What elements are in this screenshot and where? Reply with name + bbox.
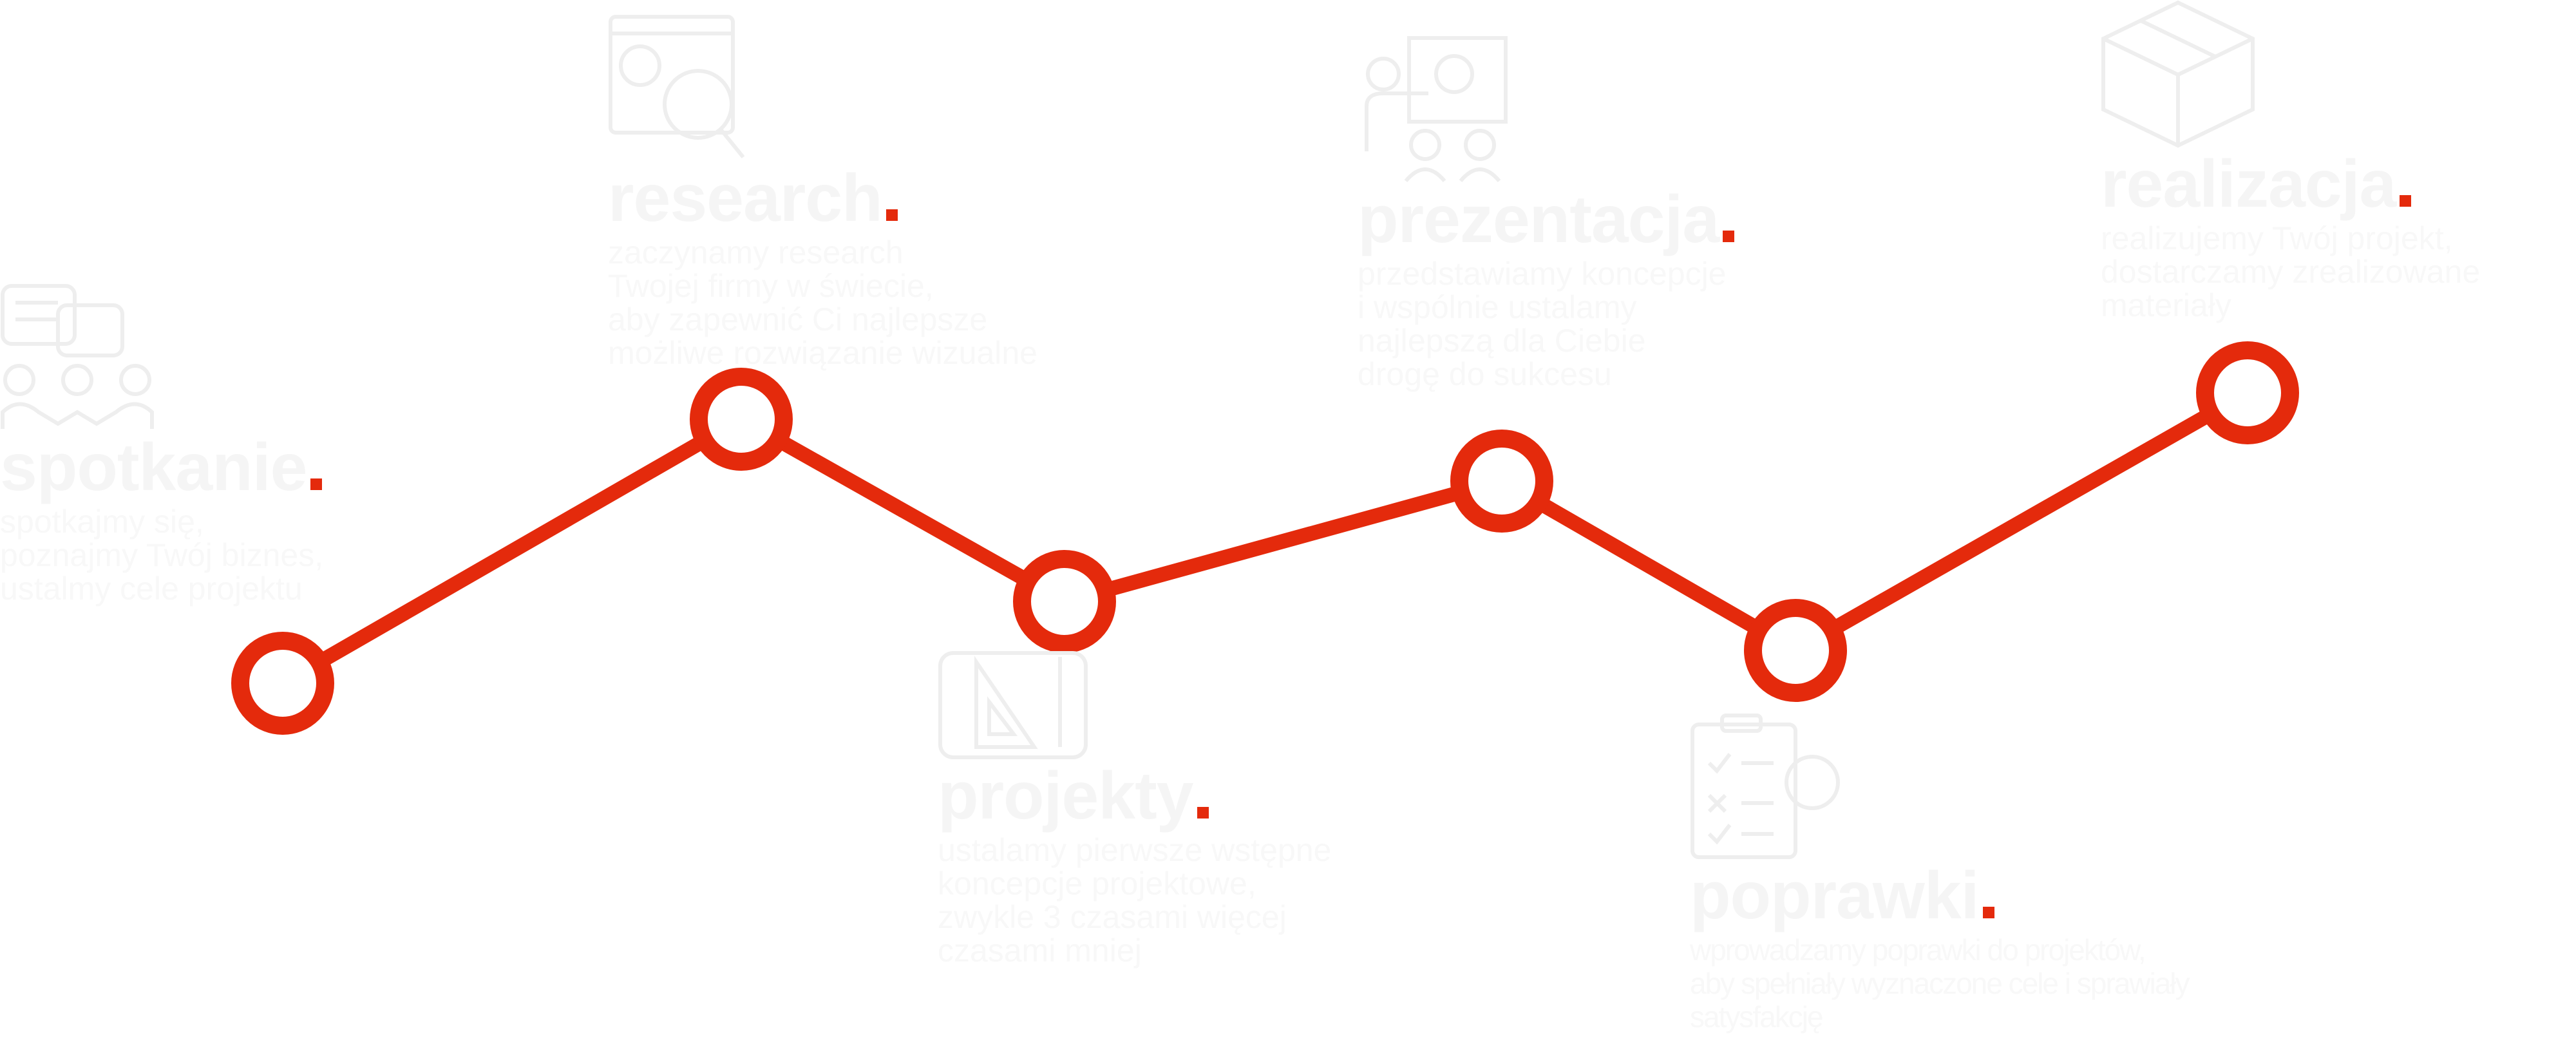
timeline-connector xyxy=(737,412,1068,609)
step-title: prezentacja xyxy=(1358,182,1719,257)
checklist-magnifier-icon xyxy=(1690,712,1844,860)
step-spotkanie: spotkanie spotkajmy się, poznajmy Twój b… xyxy=(0,283,323,605)
step-description: realizujemy Twój projekt, dostarczamy zr… xyxy=(2101,220,2481,323)
step-description: przedstawiamy koncepcje i wspólnie ustal… xyxy=(1358,256,1727,392)
package-box-icon xyxy=(2101,0,2255,148)
accent-dot xyxy=(1723,231,1735,242)
timeline-node-prezentacja xyxy=(1450,430,1553,533)
timeline-node-poprawki xyxy=(1744,599,1847,702)
timeline-connector xyxy=(1498,475,1799,657)
timeline-node-projekty xyxy=(1013,550,1116,653)
step-description: spotkajmy się, poznajmy Twój biznes, ust… xyxy=(0,504,324,607)
step-description: zaczynamy research Twojej firmy w świeci… xyxy=(608,234,1037,371)
timeline-node-spotkanie xyxy=(231,632,334,735)
accent-dot xyxy=(310,478,323,490)
step-realizacja: realizacja realizujemy Twój projekt, dos… xyxy=(2101,0,2480,322)
step-projekty: projekty ustalamy pierwsze wstępne konce… xyxy=(938,650,1331,967)
step-title: research xyxy=(608,161,883,236)
step-title: poprawki xyxy=(1690,858,1980,933)
blueprint-ruler-pencil-icon xyxy=(938,650,1092,760)
step-title: realizacja xyxy=(2101,147,2396,222)
step-prezentacja: prezentacja przedstawiamy koncepcje i ws… xyxy=(1358,35,1735,392)
step-description: ustalamy pierwsze wstępne koncepcje proj… xyxy=(938,832,1332,969)
accent-dot xyxy=(886,209,898,221)
timeline-node-research xyxy=(690,368,793,471)
timeline-connector xyxy=(1062,473,1504,609)
document-magnifier-icon xyxy=(608,14,762,162)
step-research: research zaczynamy research Twojej firmy… xyxy=(608,14,1037,370)
accent-dot xyxy=(2400,195,2412,207)
step-title: spotkanie xyxy=(0,430,307,505)
timeline-node-realizacja xyxy=(2196,341,2299,444)
accent-dot xyxy=(1197,807,1209,819)
step-title: projekty xyxy=(938,759,1194,833)
step-poprawki: poprawki wprowadzamy poprawki do projekt… xyxy=(1690,712,2190,1034)
accent-dot xyxy=(1982,907,1994,918)
meeting-people-speech-bubble-icon xyxy=(0,283,155,431)
step-description: wprowadzamy poprawki do projektów, aby s… xyxy=(1690,933,2190,1034)
timeline-connector xyxy=(279,413,745,690)
presentation-lightbulb-audience-icon xyxy=(1358,35,1512,184)
timeline-connector xyxy=(1792,386,2251,657)
